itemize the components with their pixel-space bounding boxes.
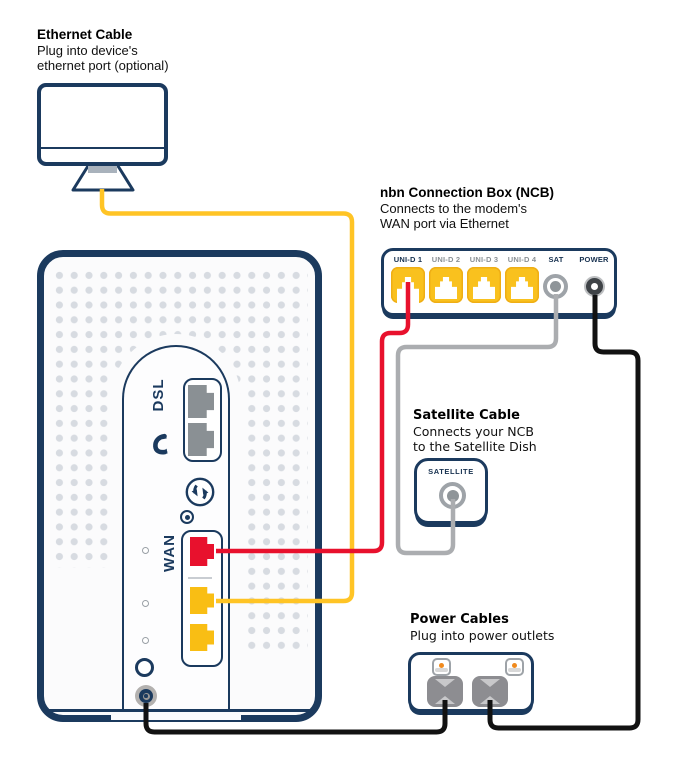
power-outlet-box [408,652,534,712]
switch-rocker [435,667,448,672]
uni-d3-port [467,267,501,303]
wan-port-panel [181,530,223,667]
ethernet-note-title: Ethernet Cable [37,27,133,42]
satellite-note-title: Satellite Cable [413,408,520,423]
power-plug-1 [427,676,463,707]
dsl-label: DSL [150,378,167,412]
satellite-note-line1: Connects your NCB [413,423,534,439]
switch-indicator-dot [512,662,517,668]
led-lan1 [142,600,149,607]
ethernet-cable-note: Ethernet Cable Plug into device's ethern… [37,27,169,74]
satellite-cable-note: Satellite Cable Connects your NCB to the… [413,408,537,455]
lan-port-2 [190,624,214,651]
ncb-power-connector [584,276,605,297]
satellite-connector [439,482,466,509]
wps-indicator-icon [180,510,194,524]
sat-label: SAT [548,255,564,264]
dsl-port-2 [188,423,214,456]
ethernet-note-line2: ethernet port (optional) [37,58,169,73]
satellite-note-line2: to the Satellite Dish [413,439,537,454]
ncb-note-title: nbn Connection Box (NCB) [380,185,554,200]
power-label: POWER [579,255,609,264]
ncb-note-line1: Connects to the modem's [380,200,527,216]
wan-port-red [190,537,214,566]
ethernet-note-line1: Plug into device's [37,42,138,58]
sync-icon [185,477,215,507]
uni-d2-port [429,267,463,303]
phone-icon [153,433,168,455]
uni-d4-label: UNI-D 4 [507,255,537,264]
nbn-connection-box: UNI-D 1 UNI-D 2 UNI-D 3 UNI-D 4 SAT POWE… [381,248,617,316]
switch-rocker [508,667,521,672]
power-note-title: Power Cables [410,612,509,627]
power-note-line1: Plug into power outlets [410,627,555,643]
ncb-note: nbn Connection Box (NCB) Connects to the… [380,185,554,232]
port-divider [188,577,212,579]
outlet-switch-1 [432,658,451,676]
lan-port-1 [190,587,214,614]
uni-d1-port [391,267,425,303]
monitor-screen [37,83,168,166]
wan-label: WAN [161,534,178,572]
power-plug-2 [472,676,508,707]
uni-d3-label: UNI-D 3 [469,255,499,264]
outlet-switch-2 [505,658,524,676]
reset-button [135,658,154,677]
monitor-neck [88,165,117,173]
led-wan [142,547,149,554]
ncb-note-line2: WAN port via Ethernet [380,216,509,231]
uni-d2-label: UNI-D 2 [431,255,461,264]
switch-indicator-dot [439,662,444,668]
satellite-label: SATELLITE [428,467,474,476]
satellite-port-box: SATELLITE [414,458,488,524]
monitor-chin-line [41,146,164,149]
sat-connector [543,274,568,299]
uni-d4-port [505,267,539,303]
modem-power-socket [135,685,157,707]
modem: DSL WAN [37,250,322,722]
uni-d1-label: UNI-D 1 [393,255,423,264]
led-lan2 [142,637,149,644]
dsl-port-1 [188,385,214,418]
power-cables-note: Power Cables Plug into power outlets [410,612,554,643]
dsl-port-panel [183,378,222,462]
modem-base-line [44,709,315,712]
